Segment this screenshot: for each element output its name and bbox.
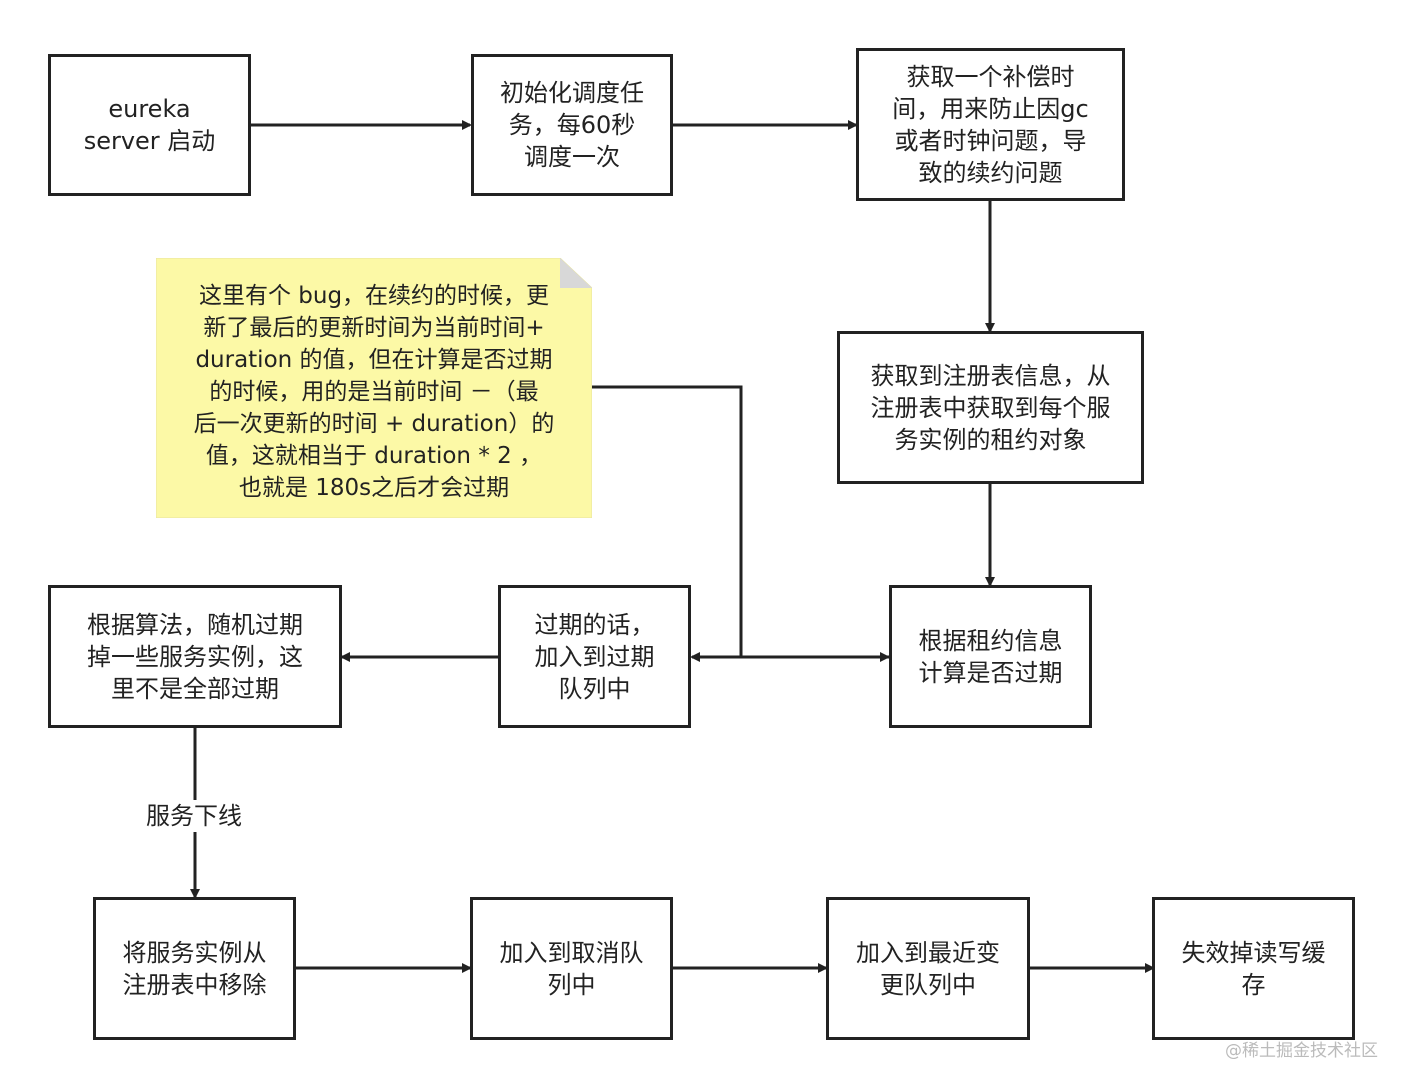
node-random-expire-instances: 根据算法，随机过期 掉一些服务实例，这 里不是全部过期: [48, 585, 342, 728]
node-label: 加入到取消队 列中: [499, 938, 644, 999]
sticky-note-shape: [156, 258, 592, 518]
node-label: 根据租约信息 计算是否过期: [918, 626, 1063, 687]
node-check-expired: 根据租约信息 计算是否过期: [889, 585, 1092, 728]
node-label: eureka server 启动: [83, 95, 216, 155]
node-label: 将服务实例从 注册表中移除: [122, 938, 267, 999]
node-label: 过期的话， 加入到过期 队列中: [534, 610, 655, 703]
node-add-to-expired-queue: 过期的话， 加入到过期 队列中: [498, 585, 691, 728]
node-label: 初始化调度任 务，每60秒 调度一次: [500, 79, 644, 171]
node-label: 根据算法，随机过期 掉一些服务实例，这 里不是全部过期: [87, 610, 303, 703]
node-label: 加入到最近变 更队列中: [856, 938, 1000, 999]
note-connector: [592, 385, 743, 657]
node-add-to-recent-change-queue: 加入到最近变 更队列中: [826, 897, 1030, 1040]
node-label: 失效掉读写缓 存: [1181, 938, 1326, 999]
node-label: 获取一个补偿时 间，用来防止因gc 或者时钟问题，导 致的续约问题: [892, 62, 1089, 187]
node-eureka-server-start: eureka server 启动: [48, 54, 251, 196]
bug-note: 这里有个 bug，在续约的时候，更 新了最后的更新时间为当前时间+ durati…: [156, 258, 592, 518]
edge-label-service-offline: 服务下线: [134, 800, 254, 832]
node-invalidate-readwrite-cache: 失效掉读写缓 存: [1152, 897, 1355, 1040]
node-get-registry-leases: 获取到注册表信息，从 注册表中获取到每个服 务实例的租约对象: [837, 331, 1144, 484]
watermark: @稀土掘金技术社区: [1225, 1041, 1378, 1061]
node-init-schedule-task: 初始化调度任 务，每60秒 调度一次: [471, 54, 673, 196]
node-label: 获取到注册表信息，从 注册表中获取到每个服 务实例的租约对象: [870, 361, 1111, 454]
node-get-compensation-time: 获取一个补偿时 间，用来防止因gc 或者时钟问题，导 致的续约问题: [856, 48, 1125, 201]
node-remove-from-registry: 将服务实例从 注册表中移除: [93, 897, 296, 1040]
node-add-to-cancel-queue: 加入到取消队 列中: [470, 897, 673, 1040]
bug-note-text: 这里有个 bug，在续约的时候，更 新了最后的更新时间为当前时间+ durati…: [193, 283, 555, 501]
